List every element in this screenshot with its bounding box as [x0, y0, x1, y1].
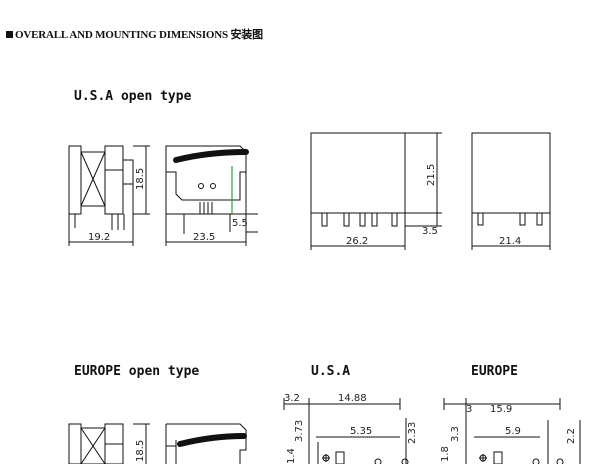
dim-eu-side-height: 18.5	[135, 440, 146, 462]
dim-eu-a: 3	[466, 404, 472, 415]
dim-side-height: 18.5	[135, 168, 146, 190]
dim-usa-d: 5.35	[350, 426, 372, 437]
dim-eu-f: 1.8	[440, 446, 451, 462]
usa-label: U.S.A	[311, 364, 351, 379]
dim-eu-d: 5.9	[505, 426, 521, 437]
dim-eu-b: 15.9	[490, 404, 512, 415]
dim-end-width: 21.4	[499, 236, 521, 247]
europe-label: EUROPE	[471, 364, 518, 379]
usa-body-view	[310, 132, 442, 250]
usa-open-side-view	[68, 145, 150, 246]
dim-usa-b: 14.88	[338, 393, 367, 404]
europe-open-side-view	[68, 423, 150, 464]
dim-front-pin: 5.5	[232, 218, 248, 229]
dim-usa-a: 3.2	[284, 393, 300, 404]
dim-usa-e: 2.33	[407, 422, 418, 444]
usa-open-type-label: U.S.A open type	[74, 89, 192, 104]
title-text: OVERALL AND MOUNTING DIMENSIONS	[15, 29, 228, 41]
dim-eu-c: 3.3	[450, 426, 461, 442]
dim-front-width: 23.5	[193, 232, 215, 243]
dim-usa-c: 3.73	[294, 420, 305, 442]
dim-body-pin: 3.5	[422, 226, 438, 237]
europe-footprint-view	[443, 398, 581, 464]
dim-body-width: 26.2	[346, 236, 368, 247]
europe-open-type-label: EUROPE open type	[74, 364, 200, 379]
usa-footprint-view	[283, 398, 409, 464]
dim-usa-f: 1.4	[286, 448, 297, 464]
dim-eu-e: 2.2	[566, 428, 577, 444]
dim-side-width: 19.2	[88, 232, 110, 243]
page-title: OVERALL AND MOUNTING DIMENSIONS 安装图	[6, 26, 263, 42]
title-cn: 安装图	[230, 29, 263, 41]
dim-body-height: 21.5	[426, 164, 437, 186]
end-view	[471, 132, 551, 250]
square-bullet-icon	[6, 31, 13, 38]
europe-open-front-view	[165, 423, 247, 464]
